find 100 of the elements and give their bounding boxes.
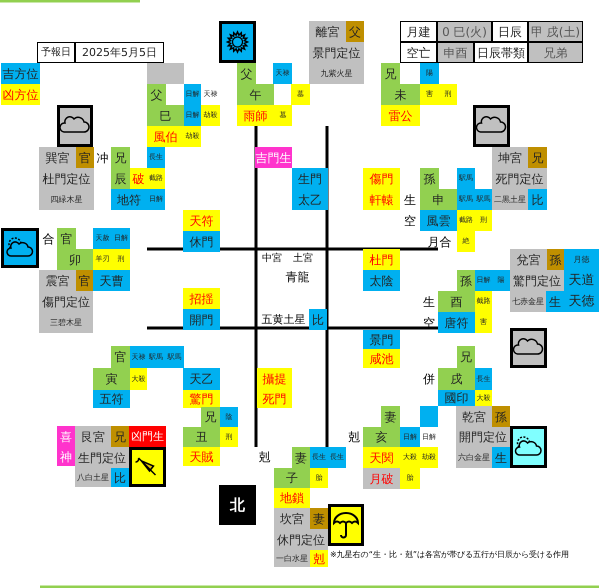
chart-cell: 月破 bbox=[363, 468, 400, 489]
table-cell: 月建 bbox=[400, 21, 437, 42]
chart-cell: 傷門 bbox=[363, 168, 400, 189]
chart-cell: 驚門定位 bbox=[510, 270, 564, 291]
table-cell: 0 巳(火) bbox=[437, 21, 492, 42]
chart-cell: 六白金星 bbox=[456, 447, 492, 468]
table-cell: 日辰 bbox=[492, 21, 528, 42]
chart-cell: 父 bbox=[346, 21, 364, 42]
chart-cell: 巽宮 bbox=[39, 147, 76, 168]
chart-cell: 九紫火星 bbox=[309, 63, 364, 84]
chart-cell: 父 bbox=[237, 63, 256, 84]
chart-cell: 震宮 bbox=[39, 270, 76, 291]
chart-cell: 艮宮 bbox=[75, 426, 111, 447]
chart-cell: 孫 bbox=[420, 168, 439, 189]
chart-cell: 傷門定位 bbox=[39, 291, 93, 312]
chart-cell: 兄 bbox=[111, 426, 129, 447]
chart-cell: 官 bbox=[76, 270, 93, 291]
chart-cell: 國印 bbox=[438, 390, 475, 406]
text-label: 月合 bbox=[426, 234, 452, 250]
chart-cell: 官 bbox=[76, 147, 94, 168]
chart-cell: 孫 bbox=[492, 406, 510, 427]
chart-cell: 吉方位 bbox=[1, 63, 40, 84]
text-label: 中宮 bbox=[261, 252, 283, 266]
chart-cell: 杜門定位 bbox=[39, 168, 94, 189]
chart-cell: 孫 bbox=[547, 249, 564, 270]
chart-cell: 招揺 bbox=[183, 288, 220, 309]
direction-badge: 北 bbox=[219, 485, 256, 525]
chart-cell: 生門定位 bbox=[75, 447, 129, 468]
chart-cell: 破 bbox=[130, 168, 147, 189]
chart-cell: 卯 bbox=[57, 249, 93, 270]
chart-cell: 未 bbox=[381, 84, 420, 105]
chart-cell: 父 bbox=[147, 84, 166, 105]
text-label: 剋 bbox=[347, 429, 361, 446]
chart-cell: 太陰 bbox=[363, 270, 400, 291]
chart-cell: 比 bbox=[111, 468, 129, 487]
chart-cell: 天賊 bbox=[183, 447, 220, 466]
chart-cell: 天乙 bbox=[183, 368, 220, 390]
chart-cell: 開門定位 bbox=[456, 427, 510, 447]
chart-cell: 天関 bbox=[363, 447, 400, 468]
table-cell: 2025年5月5日 bbox=[75, 42, 164, 63]
chart-cell: 生 bbox=[492, 447, 510, 468]
text-label: 冲 bbox=[96, 150, 110, 166]
chart-cell: 死門 bbox=[257, 390, 292, 408]
chart-cell: 坎宮 bbox=[274, 508, 310, 529]
text-label: 土宮 bbox=[292, 252, 314, 266]
chart-cell: 地鎖 bbox=[274, 488, 310, 508]
text-label: 生 bbox=[422, 294, 436, 310]
chart-cell: 戌 bbox=[438, 368, 475, 390]
chart-cell: 喜 bbox=[57, 426, 75, 447]
chart-cell: 風伯 bbox=[147, 126, 184, 147]
chart-cell: 比 bbox=[309, 309, 327, 330]
chart-cell: 酉 bbox=[438, 291, 475, 312]
chart-cell: 坤宮 bbox=[492, 147, 528, 168]
chart-cell: 太乙 bbox=[292, 189, 328, 210]
chart-cell: 景門定位 bbox=[309, 42, 364, 63]
chart-cell: 地符 bbox=[111, 189, 147, 210]
chart-cell: 唐符 bbox=[438, 312, 475, 333]
chart-cell: 兄 bbox=[528, 147, 547, 168]
chart-cell: 八白土星 bbox=[75, 468, 111, 487]
chart-cell: 凶方位 bbox=[1, 84, 40, 105]
chart-cell: 四緑木星 bbox=[39, 189, 94, 210]
text-label: 合 bbox=[42, 230, 56, 248]
text-label: 剋 bbox=[258, 449, 272, 466]
text-label: 生 bbox=[403, 192, 417, 208]
chart-cell: 官 bbox=[57, 228, 76, 249]
chart-cell: 剋 bbox=[310, 550, 328, 567]
chart-cell: 巳 bbox=[147, 105, 184, 126]
chart-cell: 月徳 bbox=[564, 249, 599, 270]
table-cell: 予報日 bbox=[37, 42, 75, 63]
chart-cell: 凶門生 bbox=[129, 426, 166, 447]
chart-cell: 七赤金星 bbox=[510, 291, 546, 312]
chart-cell: 天徳 bbox=[564, 291, 599, 312]
table-cell: 甲 戌(土) bbox=[528, 21, 583, 42]
chart-cell: 神 bbox=[57, 447, 75, 466]
chart-cell: 風雲 bbox=[420, 210, 457, 231]
chart-cell: 孫 bbox=[457, 270, 475, 291]
chart-cell: 休門定位 bbox=[274, 529, 328, 550]
chart-cell: 官 bbox=[111, 346, 130, 368]
chart-cell: 杜門 bbox=[363, 249, 400, 270]
chart-cell: 雷公 bbox=[381, 105, 420, 126]
table-cell: 申酉 bbox=[437, 42, 474, 63]
chart-cell: 生 bbox=[546, 291, 564, 312]
chart-cell: 午 bbox=[237, 84, 274, 105]
table-cell: 兄弟 bbox=[528, 42, 583, 63]
text-label: 空 bbox=[403, 212, 417, 230]
chart-cell: 開門 bbox=[183, 309, 220, 330]
chart-cell: 天道 bbox=[564, 270, 599, 291]
chart-cell: 天曹 bbox=[93, 270, 130, 291]
chart-cell: 妻 bbox=[292, 447, 310, 468]
chart-cell: 離宮 bbox=[309, 21, 346, 42]
chart-cell: 死門定位 bbox=[492, 168, 547, 189]
chart-cell: 妻 bbox=[310, 508, 328, 529]
text-label: 青龍 bbox=[284, 269, 310, 286]
chart-cell: 雨師 bbox=[237, 105, 274, 126]
chart-cell: 兄 bbox=[201, 407, 220, 427]
chart-cell: 軒轅 bbox=[363, 189, 400, 210]
chart-cell: 休門 bbox=[183, 231, 220, 252]
chart-cell: 比 bbox=[528, 189, 547, 210]
chart-cell: 兄 bbox=[111, 147, 130, 168]
chart-cell: 子 bbox=[274, 468, 310, 488]
